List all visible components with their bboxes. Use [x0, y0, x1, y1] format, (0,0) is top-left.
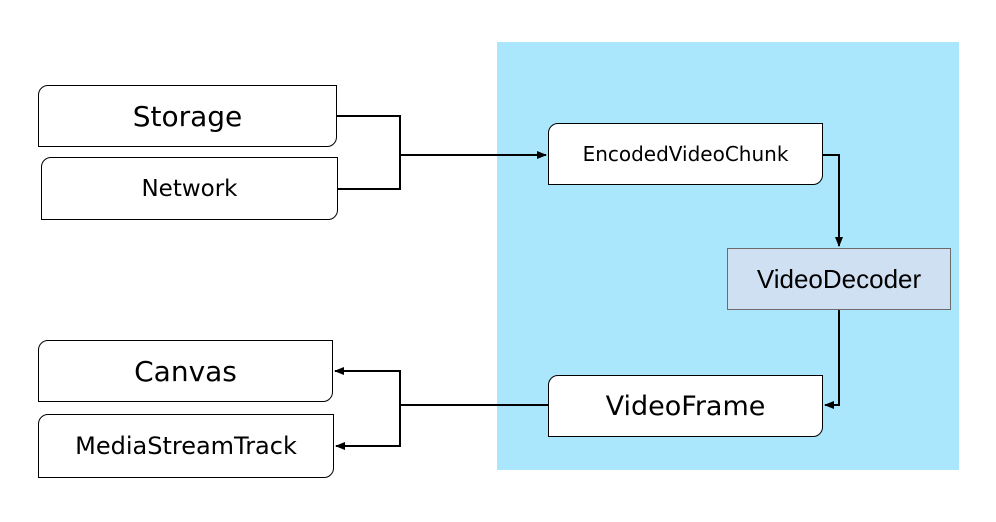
media-stream-track-node: MediaStreamTrack	[38, 414, 334, 478]
network-label: Network	[141, 175, 238, 202]
edge-split-to-canvas	[334, 367, 401, 405]
network-node: Network	[41, 157, 338, 220]
media-stream-track-label: MediaStreamTrack	[75, 432, 297, 460]
video-frame-label: VideoFrame	[605, 390, 766, 422]
video-frame-node: VideoFrame	[548, 375, 823, 437]
edge-storage-to-merge	[337, 115, 401, 155]
encoded-video-chunk-node: EncodedVideoChunk	[548, 123, 823, 185]
video-decoder-label: VideoDecoder	[756, 263, 922, 294]
video-decoder-node: VideoDecoder	[727, 248, 951, 310]
edge-split-to-track	[335, 405, 401, 450]
canvas-node: Canvas	[38, 340, 333, 402]
canvas-label: Canvas	[134, 354, 237, 388]
storage-node: Storage	[38, 85, 337, 147]
storage-label: Storage	[132, 99, 243, 133]
encoded-video-chunk-label: EncodedVideoChunk	[582, 142, 789, 166]
edge-network-to-merge	[338, 155, 401, 190]
edge-chunk-to-decoder	[823, 154, 843, 247]
edge-decoder-to-frame	[824, 310, 840, 409]
